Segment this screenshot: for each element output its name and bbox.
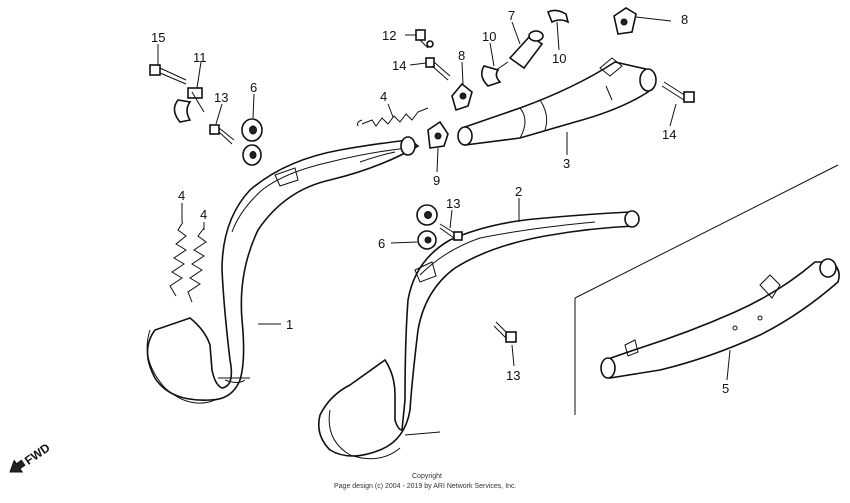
callout-labels: 15 11 13 6 4 4 4 12 14 8 10 7 10 8 14 9 … bbox=[151, 8, 729, 396]
fwd-direction-marker: FWD bbox=[9, 440, 53, 473]
callout-13-lower: 13 bbox=[506, 368, 520, 383]
fwd-arrow-icon bbox=[9, 459, 26, 473]
callout-8-right: 8 bbox=[681, 12, 688, 27]
part-13-bolt-lower[interactable] bbox=[493, 321, 517, 343]
callout-4-left-b: 4 bbox=[200, 207, 207, 222]
copyright-line-1: Copyright bbox=[412, 473, 442, 480]
callout-10-left: 10 bbox=[482, 29, 496, 44]
part-14-bolt-upper[interactable] bbox=[425, 57, 451, 81]
part-1-exhaust-chamber[interactable] bbox=[146, 136, 420, 404]
callout-4-top: 4 bbox=[380, 89, 387, 104]
callout-14-upper: 14 bbox=[392, 58, 406, 73]
part-6-grommet-center[interactable] bbox=[416, 204, 438, 250]
callout-9: 9 bbox=[433, 173, 440, 188]
part-10-clip-left[interactable] bbox=[480, 61, 509, 87]
part-15-bolt[interactable] bbox=[149, 64, 187, 85]
part-8-bracket-right[interactable] bbox=[613, 7, 637, 35]
part-2-exhaust-chamber[interactable] bbox=[317, 210, 640, 460]
part-3-silencer[interactable] bbox=[457, 57, 657, 146]
part-9-clamp[interactable] bbox=[427, 120, 449, 149]
callout-11: 11 bbox=[193, 50, 207, 65]
part-10-clip-right[interactable] bbox=[546, 9, 570, 24]
callout-5: 5 bbox=[722, 381, 729, 396]
part-5-exhaust-pipe[interactable] bbox=[600, 258, 840, 379]
callout-6-center: 6 bbox=[378, 236, 385, 251]
callout-13-center: 13 bbox=[446, 196, 460, 211]
callout-3: 3 bbox=[563, 156, 570, 171]
part-11-clamp[interactable] bbox=[173, 87, 205, 123]
callout-15: 15 bbox=[151, 30, 165, 45]
callout-12: 12 bbox=[382, 28, 396, 43]
part-7-clamp-band[interactable] bbox=[508, 30, 544, 70]
callout-8-center: 8 bbox=[458, 48, 465, 63]
copyright-line-2: Page design (c) 2004 - 2019 by ARI Netwo… bbox=[334, 483, 517, 490]
fwd-label: FWD bbox=[22, 440, 53, 467]
part-8-bracket-center[interactable] bbox=[451, 82, 473, 112]
callout-1: 1 bbox=[286, 317, 293, 332]
part-14-bolt-right[interactable] bbox=[661, 81, 695, 103]
callout-10-right: 10 bbox=[552, 51, 566, 66]
part-4-spring-left-a[interactable] bbox=[169, 221, 187, 297]
part-13-bolt-center[interactable] bbox=[439, 223, 463, 241]
leader-lines bbox=[157, 16, 731, 381]
callout-13-left: 13 bbox=[214, 90, 228, 105]
part-4-spring-top[interactable] bbox=[357, 107, 429, 127]
part-12-bolt[interactable] bbox=[415, 29, 434, 49]
callout-14-right: 14 bbox=[662, 127, 676, 142]
inset-divider bbox=[574, 164, 839, 415]
callout-6-left: 6 bbox=[250, 80, 257, 95]
part-13-bolt-left[interactable] bbox=[209, 124, 235, 145]
copyright-notice: Copyright Page design (c) 2004 - 2019 by… bbox=[334, 473, 517, 490]
callout-7: 7 bbox=[508, 8, 515, 23]
part-4-spring-left-b[interactable] bbox=[187, 227, 207, 303]
callout-4-left-a: 4 bbox=[178, 188, 185, 203]
callout-2: 2 bbox=[515, 184, 522, 199]
part-6-grommet-left[interactable] bbox=[241, 118, 263, 166]
